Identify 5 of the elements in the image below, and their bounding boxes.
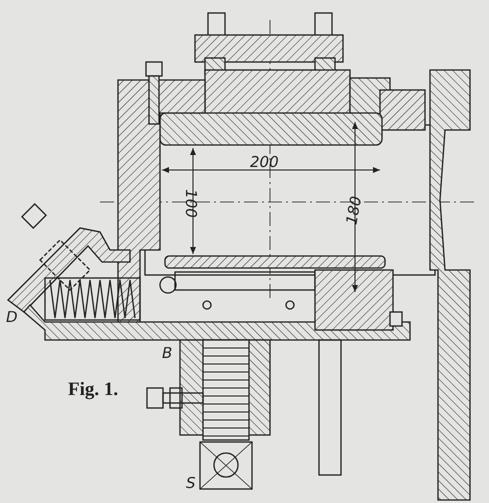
part-letter: S bbox=[186, 476, 196, 491]
figure-caption: Fig. 1. bbox=[68, 380, 118, 399]
part-letter: B bbox=[162, 346, 172, 361]
dimension-label: 200 bbox=[250, 155, 279, 170]
part-letter: D bbox=[6, 310, 18, 325]
